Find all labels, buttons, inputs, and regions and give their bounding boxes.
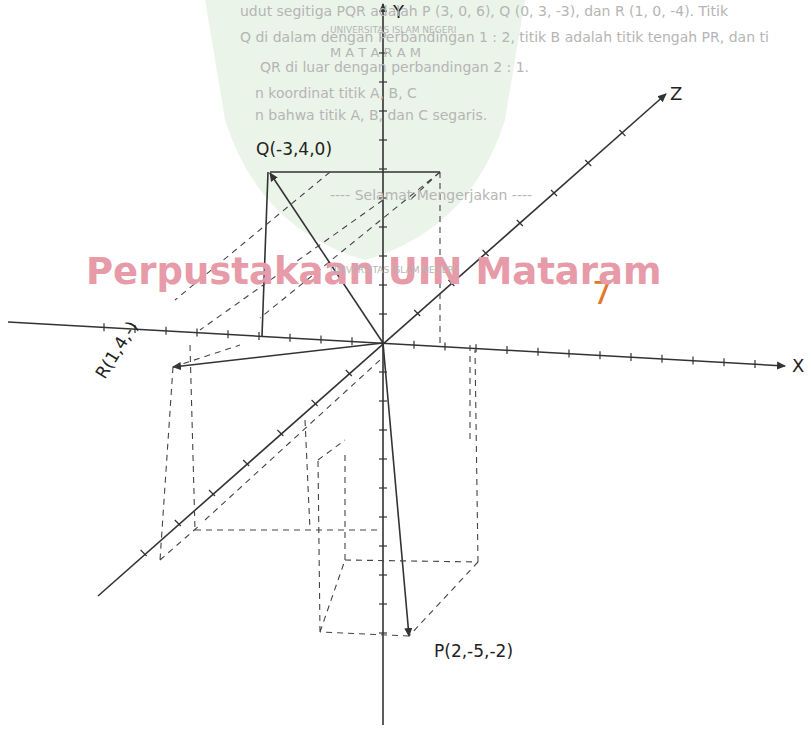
z-axis: [98, 94, 666, 596]
faint-text: Q di dalam dengan Perbandingan 1 : 2, ti…: [240, 30, 769, 45]
axis-label: X: [792, 356, 804, 376]
point-label: P(2,-5,-2): [434, 642, 513, 661]
faint-text: UNIVERSITAS ISLAM NEGERI: [330, 266, 456, 276]
p-dashed-box: [318, 350, 478, 636]
faint-text: n bahwa titik A, B, dan C segaris.: [255, 108, 487, 123]
q-line: [270, 171, 440, 173]
r-dashed-box: [160, 345, 380, 560]
vector-r: [173, 343, 383, 367]
faint-text: udut segitiga PQR adalah P (3, 0, 6), Q …: [240, 4, 728, 19]
faint-text: ---- Selamat Mengerjakan ----: [330, 188, 532, 203]
r-dashed-box: [205, 345, 470, 530]
vector-p: [383, 343, 409, 636]
axis-label: Z: [670, 84, 682, 104]
faint-text: n koordinat titik A, B, C: [255, 86, 417, 101]
point-label: Q(-3,4,0): [256, 140, 332, 159]
faint-text: QR di luar dengan perbandingan 2 : 1.: [260, 60, 529, 75]
faint-text: M A T A R A M: [330, 46, 421, 60]
